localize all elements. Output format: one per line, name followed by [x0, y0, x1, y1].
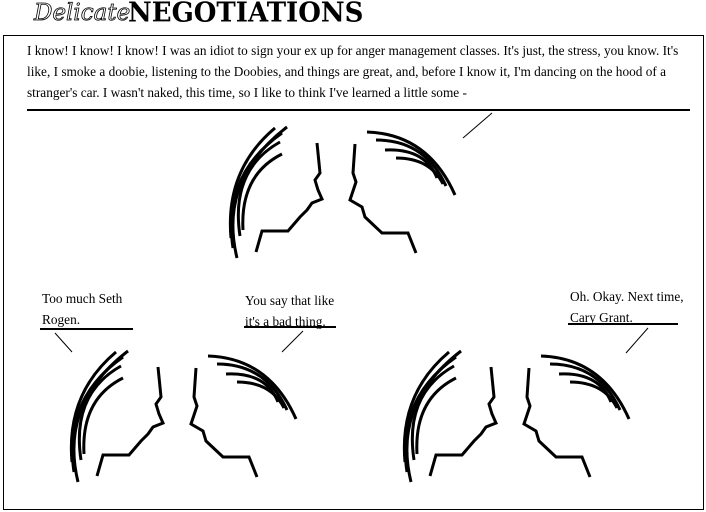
speech-bubble-middle: You say that like it's a bad thing.	[245, 293, 335, 329]
speech-bubble-main: I know! I know! I know! I was an idiot t…	[27, 43, 679, 100]
comic-title: NEGOTIATIONS	[128, 0, 364, 29]
comic-frame	[3, 35, 704, 510]
speech-bubble-right: Oh. Okay. Next time, Cary Grant.	[570, 289, 684, 325]
characters-bottom-right	[402, 349, 631, 484]
characters-bottom-left	[69, 349, 298, 484]
characters-top	[228, 125, 457, 260]
speech-bubble-left: Too much Seth Rogen.	[42, 291, 123, 327]
title-prefix: Delicate	[34, 0, 131, 26]
speech-lines	[27, 109, 690, 354]
